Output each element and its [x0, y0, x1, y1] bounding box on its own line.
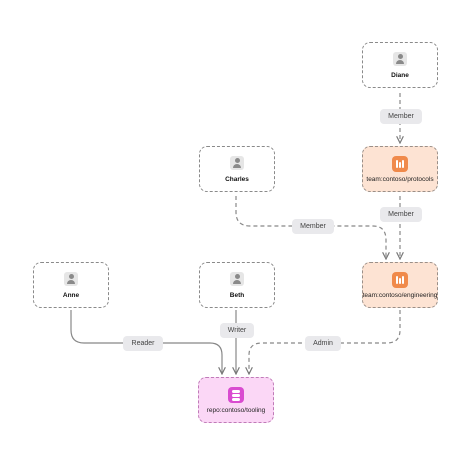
- team-node-protocols[interactable]: team:contoso/protocols: [362, 146, 438, 192]
- edge-label-anne-repo: Reader: [123, 336, 163, 351]
- repo-name: repo:contoso/tooling: [206, 406, 266, 414]
- edge-label-protocols-engineering: Member: [380, 207, 422, 222]
- edge-label-diane-protocols: Member: [380, 109, 422, 124]
- team-name: team:contoso/protocols: [366, 175, 434, 183]
- user-node-diane[interactable]: Diane: [362, 42, 438, 88]
- team-icon: [392, 271, 408, 288]
- user-name: Diane: [391, 71, 409, 79]
- user-avatar-icon: [393, 51, 407, 66]
- edge-label-charles-engineering: Member: [292, 219, 334, 234]
- user-name: Anne: [62, 291, 80, 299]
- user-node-beth[interactable]: Beth: [199, 262, 275, 308]
- edge-label-engineering-repo: Admin: [305, 336, 341, 351]
- user-name: Beth: [229, 291, 245, 299]
- user-avatar-icon: [64, 271, 78, 286]
- edge-label-beth-repo: Writer: [220, 323, 254, 338]
- user-avatar-icon: [230, 271, 244, 286]
- user-avatar-icon: [230, 155, 244, 170]
- database-icon: [228, 386, 244, 403]
- team-node-engineering[interactable]: team:contoso/engineering: [362, 262, 438, 308]
- team-name: team:contoso/engineering: [362, 291, 438, 299]
- team-icon: [392, 155, 408, 172]
- user-node-charles[interactable]: Charles: [199, 146, 275, 192]
- repo-node-tooling[interactable]: repo:contoso/tooling: [198, 377, 274, 423]
- user-name: Charles: [225, 175, 249, 183]
- user-node-anne[interactable]: Anne: [33, 262, 109, 308]
